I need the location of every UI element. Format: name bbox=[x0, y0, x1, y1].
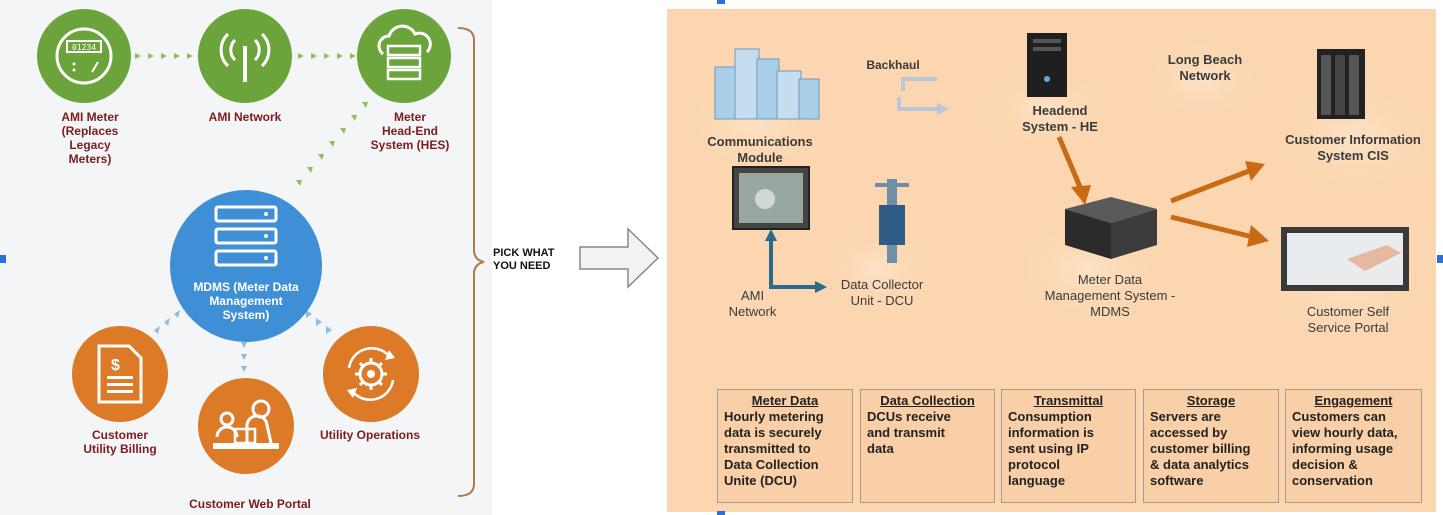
headend-server-icon bbox=[1027, 33, 1067, 97]
cloud-server-icon bbox=[377, 24, 432, 81]
server-stack-icon bbox=[214, 205, 278, 267]
hes-node bbox=[357, 9, 451, 103]
cis-server-rack-icon bbox=[1317, 49, 1365, 119]
resize-handle-top[interactable] bbox=[717, 0, 725, 4]
billing-document-icon: $ bbox=[97, 344, 143, 404]
dcu-pole-icon bbox=[875, 179, 909, 263]
electric-meter-icon: 01234 bbox=[55, 27, 113, 85]
person-at-computer-icon bbox=[213, 399, 279, 449]
operations-node bbox=[323, 326, 419, 422]
left-connectors bbox=[135, 27, 485, 497]
billing-node: $ bbox=[72, 326, 168, 422]
web-portal-node bbox=[198, 378, 294, 474]
resize-handle-bottom[interactable] bbox=[717, 511, 725, 515]
ami-network-label: AMI Network bbox=[208, 110, 282, 124]
resize-handle-right[interactable] bbox=[1437, 255, 1443, 263]
antenna-tower-icon bbox=[219, 32, 271, 82]
operations-label: Utility Operations bbox=[319, 428, 420, 442]
mdms-box-icon bbox=[1065, 197, 1157, 259]
backhaul-label: Backhaul bbox=[866, 58, 920, 72]
svg-text:$: $ bbox=[111, 357, 120, 374]
ami-network-node bbox=[198, 9, 292, 103]
city-buildings-icon bbox=[714, 48, 820, 120]
ami-meter-node: 01234 bbox=[37, 9, 131, 103]
gear-cycle-icon bbox=[347, 347, 395, 401]
resize-handle-left[interactable] bbox=[0, 255, 6, 263]
web-portal-label: Customer Web Portal bbox=[189, 497, 311, 511]
right-decor bbox=[677, 33, 1436, 344]
meter-display: 01234 bbox=[72, 43, 96, 52]
big-right-arrow bbox=[579, 227, 660, 289]
